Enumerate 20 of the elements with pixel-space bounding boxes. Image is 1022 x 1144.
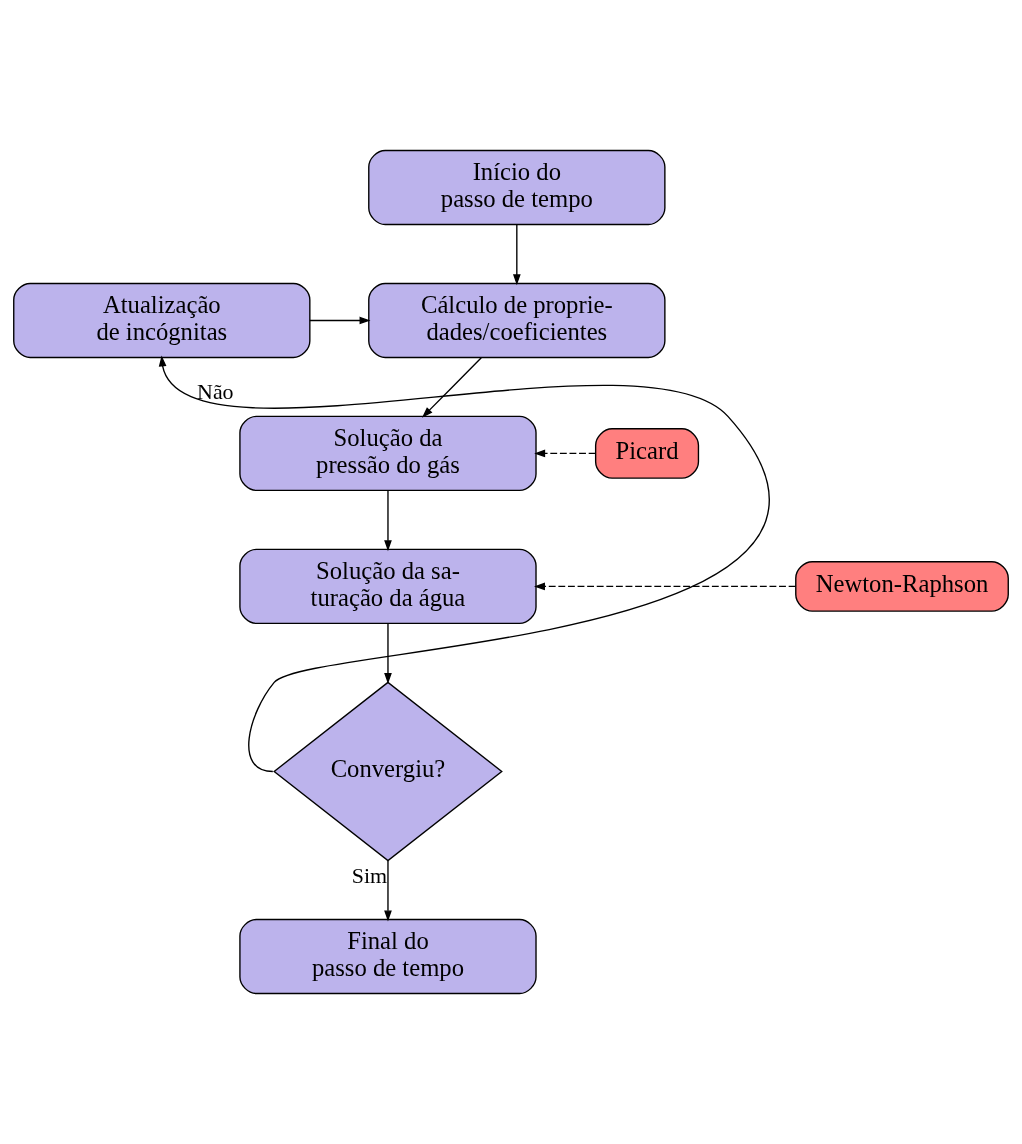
node-box: Picard (594, 428, 700, 479)
node-box: Cálculo de proprie- dades/coeficientes (368, 282, 666, 359)
edge-label: Não (197, 379, 234, 405)
arrow (309, 316, 371, 325)
arrow (384, 860, 392, 922)
node-box: Início do passo de tempo (368, 149, 666, 226)
arrow (384, 490, 392, 552)
node-box: Final do passo de tempo (239, 918, 537, 995)
node-box: Atualização de incógnitas (13, 282, 311, 359)
arrow (534, 582, 797, 591)
arrow (534, 449, 597, 458)
arrow (421, 357, 482, 418)
arrow (158, 355, 769, 773)
node-box: Solução da sa- turação da água (239, 548, 537, 625)
arrow (384, 623, 392, 685)
node-box: Newton-Raphson (795, 561, 1009, 612)
node-box: Solução da pressão do gás (239, 415, 537, 492)
node-diamond: Convergiu? (273, 681, 503, 862)
edge-label: Sim (351, 863, 388, 889)
arrow (513, 224, 521, 286)
